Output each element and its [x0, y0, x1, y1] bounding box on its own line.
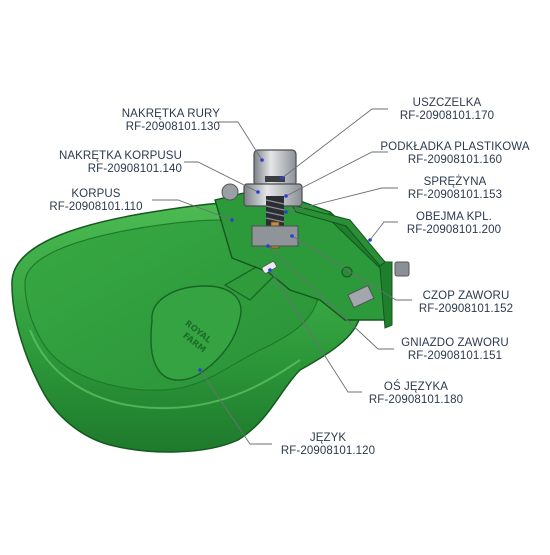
label-uszczelka: USZCZELKA RF-20908101.170	[386, 97, 508, 123]
label-name: USZCZELKA	[412, 97, 482, 109]
bolt-right	[341, 266, 353, 278]
bolt-side	[394, 261, 410, 277]
label-code: RF-20908101.110	[49, 201, 143, 213]
leader-korpus	[152, 199, 233, 221]
clamp-bracket	[290, 204, 386, 267]
leader-nakretka-rury	[218, 121, 263, 161]
label-name: OBEJMA KPL.	[416, 211, 492, 223]
label-name: CZOP ZAWORU	[422, 290, 510, 302]
label-code: RF-20908101.180	[368, 394, 464, 406]
leader-sprezyna	[285, 187, 398, 213]
label-gniazdo: GNIAZDO ZAWORU RF-20908101.151	[392, 337, 518, 363]
leader-sprezyna-pin	[284, 210, 288, 214]
leader-podkladka-pin	[284, 194, 288, 198]
label-nakretka-korpusu: NAKRĘTKA KORPUSU RF-20908101.140	[59, 150, 182, 176]
body-column	[214, 187, 389, 321]
label-code: RF-20908101.200	[406, 224, 502, 236]
label-sprezyna: SPRĘŻYNA RF-20908101.153	[396, 176, 514, 202]
label-name: PODKŁADKA PLASTIKOWA	[380, 141, 530, 153]
label-czop: CZOP ZAWORU RF-20908101.152	[410, 290, 522, 316]
label-os-jezyka: OŚ JĘZYKA RF-20908101.180	[360, 381, 472, 407]
label-code: RF-20908101.120	[280, 445, 376, 457]
label-code: RF-20908101.153	[407, 189, 503, 201]
leader-os-jezyka	[269, 269, 362, 393]
leader-gniazdo-pin	[266, 244, 270, 248]
leader-korpus-pin	[230, 218, 234, 222]
leader-nakretka-rury-pin	[260, 158, 264, 162]
leader-lines	[152, 108, 412, 445]
label-name: NAKRĘTKA KORPUSU	[58, 150, 182, 162]
label-name: NAKRĘTKA RURY	[121, 108, 220, 120]
valve-seat	[251, 225, 299, 247]
bolt-left	[221, 183, 239, 201]
leader-uszczelka	[281, 108, 388, 179]
label-jezyk: JĘZYK RF-20908101.120	[272, 432, 384, 458]
tongue-paddle	[150, 285, 242, 381]
leader-obejma-pin	[368, 238, 372, 242]
label-podkladka: PODKŁADKA PLASTIKOWA RF-20908101.160	[365, 141, 545, 167]
label-name: GNIAZDO ZAWORU	[401, 337, 509, 349]
leader-czop	[291, 235, 412, 301]
label-name: KORPUS	[71, 188, 121, 200]
leader-gniazdo	[267, 245, 394, 350]
label-code: RF-20908101.160	[407, 154, 503, 166]
bowl-rim-highlight	[29, 329, 301, 410]
leader-obejma	[369, 221, 398, 241]
leader-uszczelka-pin	[280, 176, 284, 180]
leader-jezyk	[199, 369, 272, 445]
leader-jezyk-pin	[198, 368, 202, 372]
label-code: RF-20908101.151	[407, 350, 503, 362]
leader-os-jezyka-pin	[268, 268, 272, 272]
label-obejma: OBEJMA KPL. RF-20908101.200	[398, 211, 510, 237]
spring-coils	[265, 199, 285, 223]
label-code: RF-20908101.152	[418, 303, 514, 315]
label-name: SPRĘŻYNA	[423, 176, 487, 188]
leader-podkladka	[285, 151, 388, 197]
label-code: RF-20908101.130	[125, 121, 220, 133]
label-name: JĘZYK	[309, 432, 347, 444]
leader-nakretka-korpusu-pin	[256, 190, 260, 194]
label-nakretka-rury: NAKRĘTKA RURY RF-20908101.130	[122, 108, 220, 134]
back-plate	[327, 211, 393, 329]
label-korpus: KORPUS RF-20908101.110	[40, 188, 152, 214]
leader-czop-pin	[290, 234, 294, 238]
label-code: RF-20908101.170	[399, 110, 495, 122]
label-name: OŚ JĘZYKA	[383, 381, 449, 393]
bolt-bottom	[347, 284, 375, 309]
seal-ring	[265, 176, 285, 182]
leader-nakretka-korpusu	[184, 161, 259, 193]
label-code: RF-20908101.140	[87, 163, 182, 175]
